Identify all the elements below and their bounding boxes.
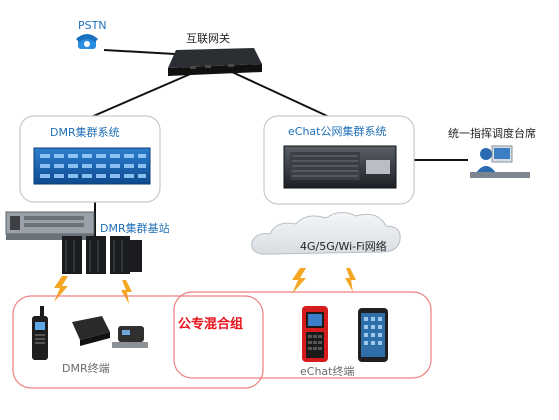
gateway-label: 互联网关 — [186, 31, 230, 45]
base-station-chassis — [5, 211, 95, 240]
cloud — [251, 212, 401, 255]
link-gateway-dmr — [74, 71, 196, 125]
pstn-label: PSTN — [78, 19, 107, 32]
phone-icon — [76, 34, 98, 49]
dmr-terminal-zone — [12, 295, 264, 389]
lightning-bolt — [292, 268, 306, 294]
dmr-terminals-label: DMR终端 — [62, 361, 110, 375]
lightning-bolt — [345, 268, 356, 292]
echat-terminal-zone — [173, 291, 432, 379]
dmr-cluster-label: DMR集群系统 — [50, 125, 120, 139]
lightning-bolt — [121, 280, 132, 304]
rack-server — [33, 147, 151, 185]
lightning-bolt — [54, 276, 68, 302]
echat-cluster-label: eChat公网集群系统 — [288, 124, 386, 138]
rugged-phone — [302, 306, 328, 362]
link-pstn-gateway — [103, 49, 176, 55]
mobile-radio — [112, 326, 148, 348]
connection-lines — [74, 49, 468, 236]
link-gateway-echat — [231, 71, 339, 122]
dmr-base-label: DMR集群基站 — [100, 221, 170, 235]
dispatch-label: 统一指挥调度台席 — [448, 126, 536, 140]
mixed-group-label: 公专混合组 — [178, 316, 243, 332]
rack-server — [283, 145, 397, 189]
echat-terminals-label: eChat终端 — [300, 364, 354, 378]
network-label: 4G/5G/Wi-Fi网络 — [300, 239, 387, 253]
smartphone — [358, 308, 388, 362]
mobile-radio — [72, 316, 110, 346]
dispatch-operator-icon — [470, 145, 530, 178]
gateway-device — [168, 48, 262, 76]
handheld-radio — [32, 306, 48, 360]
base-station-racks — [62, 236, 142, 274]
